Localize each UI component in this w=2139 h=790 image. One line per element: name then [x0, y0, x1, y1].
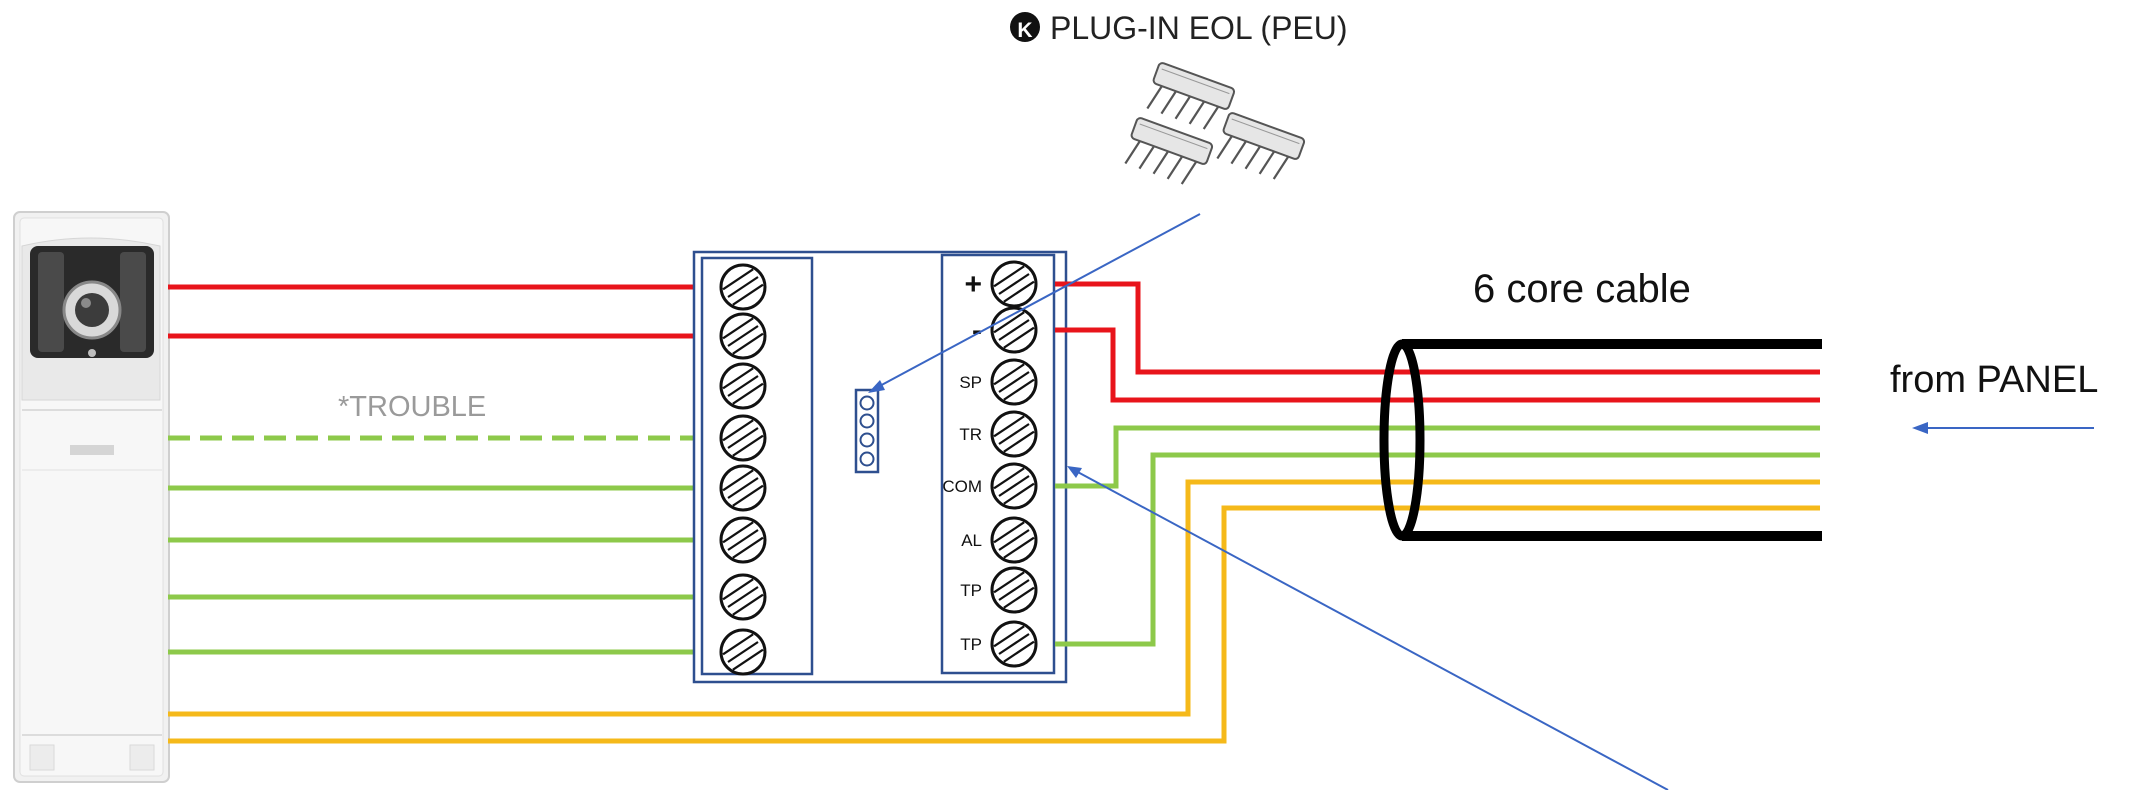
- terminal-label-3: TR: [959, 425, 982, 444]
- badge-letter: K: [1017, 19, 1032, 42]
- screw-terminal-icon: [990, 516, 1038, 564]
- red-wire-minus: [1055, 327, 1820, 403]
- right-screw-terminals: [990, 260, 1038, 668]
- left-terminal-strip: [700, 256, 814, 676]
- screw-terminal-icon: [719, 263, 767, 311]
- resistor-pack-icon: [1216, 112, 1306, 180]
- screw-terminal-icon: [990, 260, 1038, 308]
- terminal-label-4: COM: [942, 477, 982, 496]
- resistor-pack-icon: [1146, 62, 1236, 130]
- screw-terminal-icon: [719, 628, 767, 676]
- screw-terminal-icon: [719, 464, 767, 512]
- green-wire-tp: [1055, 452, 1820, 647]
- terminal-label-0: +: [964, 268, 982, 301]
- motion-detector-icon: [13, 211, 170, 783]
- from-panel-label: from PANEL: [1890, 359, 2098, 401]
- screw-terminal-icon: [719, 573, 767, 621]
- eol-pointer-arrow: [868, 213, 1201, 393]
- terminal-label-5: AL: [961, 531, 982, 550]
- badge-k-icon: [1010, 12, 1040, 42]
- yellow-wire-1: [168, 479, 1820, 717]
- from-panel-arrow: [1912, 422, 2094, 434]
- screw-terminal-icon: [719, 362, 767, 410]
- resistor-pack-icon: [1124, 117, 1214, 185]
- screw-terminal-icon: [990, 358, 1038, 406]
- cable-label: 6 core cable: [1473, 267, 1691, 311]
- right-terminal-strip: [940, 253, 1056, 675]
- right-terminal-labels: + - SP TR COM AL TP TP: [942, 268, 982, 654]
- resistor-pack-icon: [1124, 62, 1306, 185]
- left-screw-terminals: [719, 263, 767, 676]
- detector-wires: [168, 284, 1820, 744]
- screw-terminal-icon: [990, 620, 1038, 668]
- screw-terminal-icon: [990, 410, 1038, 458]
- com-pointer-arrow: [1067, 466, 1669, 790]
- screw-terminal-icon: [990, 462, 1038, 510]
- terminal-label-6: TP: [960, 581, 982, 600]
- screw-terminal-icon: [719, 516, 767, 564]
- green-wire-com: [1055, 425, 1820, 489]
- eol-socket-icon: [854, 388, 880, 474]
- screw-terminal-icon: [719, 312, 767, 360]
- terminal-label-7: TP: [960, 635, 982, 654]
- screw-terminal-icon: [719, 414, 767, 462]
- terminal-label-2: SP: [959, 373, 982, 392]
- yellow-wire-2: [168, 505, 1820, 744]
- plugin-eol-header: K PLUG-IN EOL (PEU): [1010, 10, 1348, 46]
- panel-wires: [1055, 281, 1820, 647]
- terminal-label-1: -: [972, 314, 982, 347]
- red-wire-plus: [1055, 281, 1820, 375]
- six-core-cable: [1379, 339, 1822, 541]
- plugin-eol-label: PLUG-IN EOL (PEU): [1050, 10, 1348, 46]
- screw-terminal-icon: [990, 566, 1038, 614]
- trouble-label: *TROUBLE: [338, 391, 486, 423]
